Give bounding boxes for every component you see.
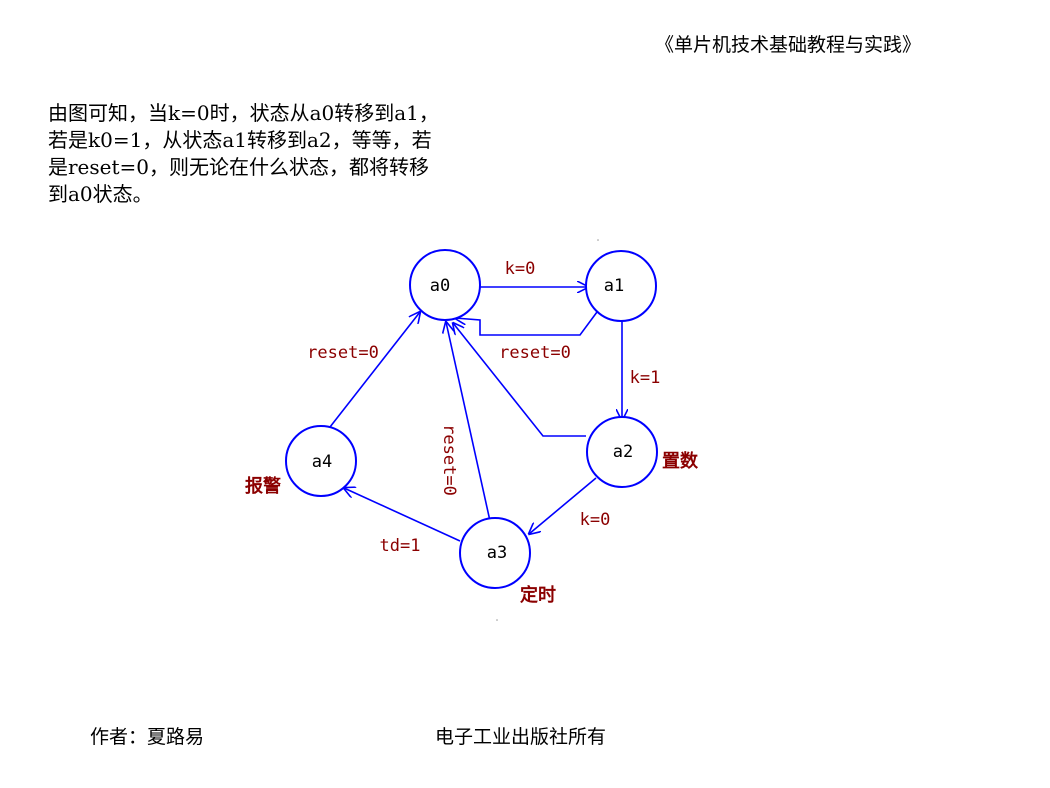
state-a0-circle [409,249,481,321]
label-a3-a4: td=1 [380,536,421,556]
intro-line: 到a0状态。 [48,182,153,206]
note-a2: 置数 [662,450,699,472]
label-a1-a0: reset=0 [499,343,571,363]
intro-paragraph: 由图可知，当k=0时，状态从a0转移到a1， 若是k0=1，从状态a1转移到a2… [48,100,478,208]
edge-a4-a0 [329,312,420,428]
edge-a2-a0 [453,323,586,437]
intro-line: 是reset=0，则无论在什么状态，都将转移 [48,155,430,179]
edge-a1-a0 [455,311,598,336]
label-a3-a0: reset=0 [439,424,459,496]
note-a4: 报警 [245,475,281,497]
state-a0-label: a0 [430,276,450,296]
label-a2-a3: k=0 [580,510,611,530]
book-title: 《单片机技术基础教程与实践》 [655,34,922,56]
label-a4-a0: reset=0 [307,343,379,363]
speck [597,239,599,241]
state-a3-label: a3 [487,543,507,563]
speck [496,619,498,621]
state-a1-label: a1 [604,276,624,296]
footer-author: 作者：夏路易 [90,726,205,748]
state-a3-circle [459,517,531,589]
state-a1-circle [585,250,657,322]
label-a0-a1: k=0 [505,259,536,279]
edge-a3-a0 [446,322,491,522]
state-a2-circle [586,416,658,488]
intro-line: 若是k0=1，从状态a1转移到a2，等等，若 [48,128,432,152]
edge-a2-a3 [529,477,597,534]
state-a4-circle [285,425,357,497]
state-a4-label: a4 [312,452,332,472]
edge-a3-a4 [344,488,461,542]
note-a3: 定时 [520,584,556,606]
intro-line: 由图可知，当k=0时，状态从a0转移到a1， [48,101,439,125]
label-a1-a2: k=1 [630,368,661,388]
state-a2-label: a2 [613,442,633,462]
footer-publisher: 电子工业出版社所有 [435,726,607,748]
